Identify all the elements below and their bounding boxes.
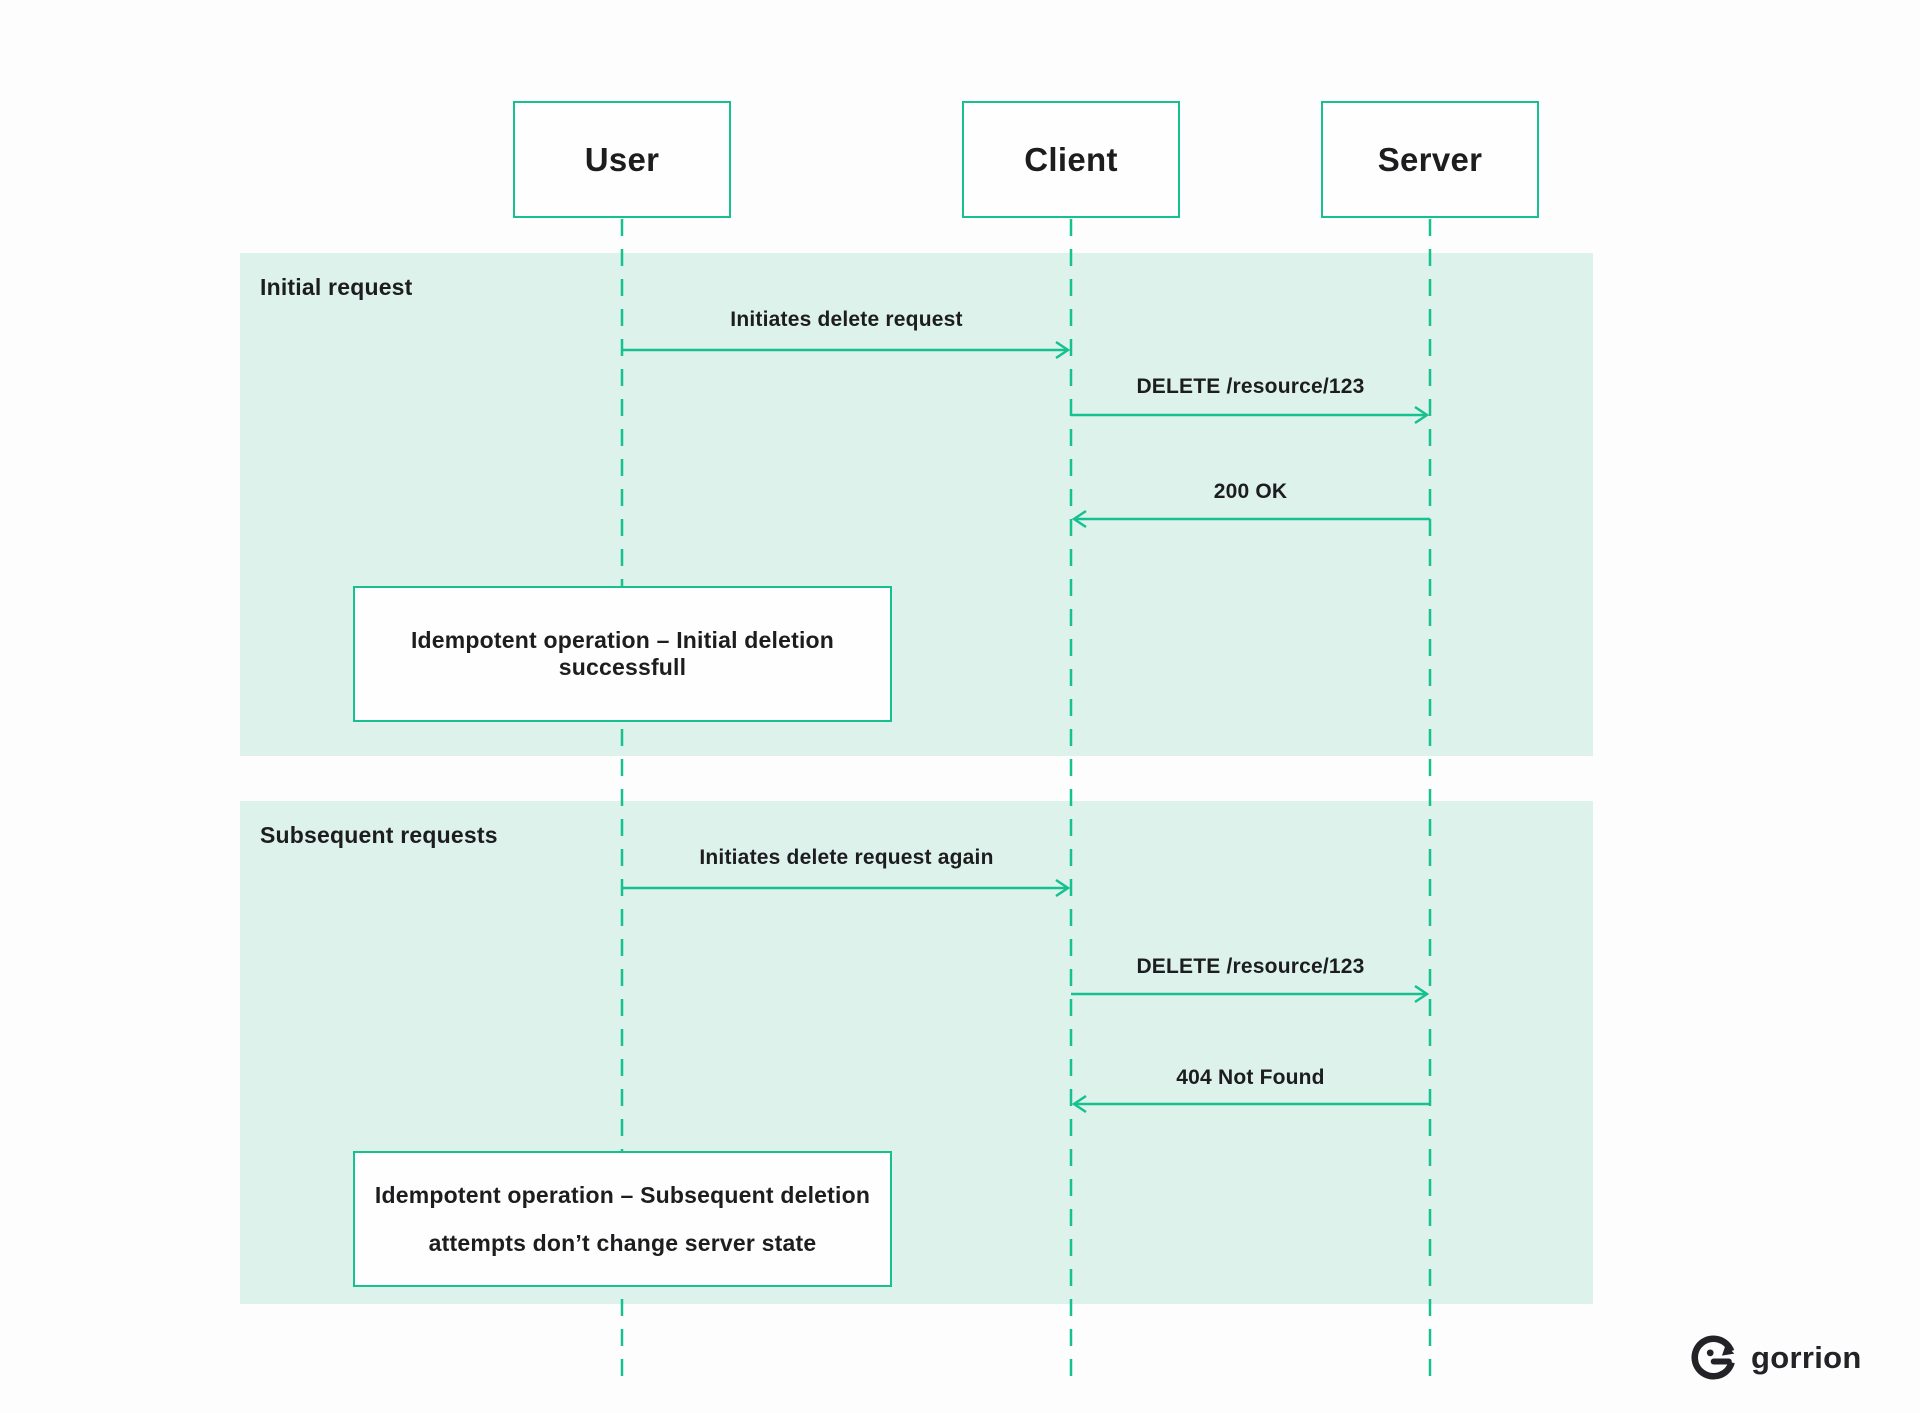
message-label-404-not-found: 404 Not Found bbox=[1176, 1066, 1325, 1089]
gorrion-bird-g-icon bbox=[1691, 1335, 1735, 1380]
message-label-200-ok: 200 OK bbox=[1213, 480, 1288, 503]
message-label-delete-resource-123-subsequent: DELETE /resource/123 bbox=[1136, 955, 1365, 978]
note-line: attempts don’t change server state bbox=[428, 1229, 817, 1256]
section-title-initial-request: Initial request bbox=[260, 274, 413, 300]
gorrion-wordmark: gorrion bbox=[1751, 1339, 1862, 1375]
note-subsequent-deletion: Idempotent operation – Subsequent deleti… bbox=[353, 1151, 892, 1287]
actor-label-user: User bbox=[584, 140, 660, 178]
actor-label-client: Client bbox=[1024, 140, 1118, 178]
actor-box-server: Server bbox=[1321, 101, 1539, 218]
note-line: Idempotent operation – Subsequent deleti… bbox=[374, 1181, 871, 1208]
message-label-initiates-delete-request-again: Initiates delete request again bbox=[699, 846, 994, 869]
message-label-initiates-delete-request: Initiates delete request bbox=[730, 308, 963, 331]
section-title-subsequent-requests: Subsequent requests bbox=[260, 822, 498, 848]
actor-box-user: User bbox=[513, 101, 731, 218]
gorrion-logo: gorrion bbox=[1691, 1334, 1862, 1380]
message-label-delete-resource-123-initial: DELETE /resource/123 bbox=[1136, 375, 1365, 398]
note-initial-deletion: Idempotent operation – Initial deletion … bbox=[353, 586, 892, 722]
actor-label-server: Server bbox=[1377, 140, 1483, 178]
actor-box-client: Client bbox=[962, 101, 1180, 218]
note-line: Idempotent operation – Initial deletion … bbox=[410, 627, 835, 680]
